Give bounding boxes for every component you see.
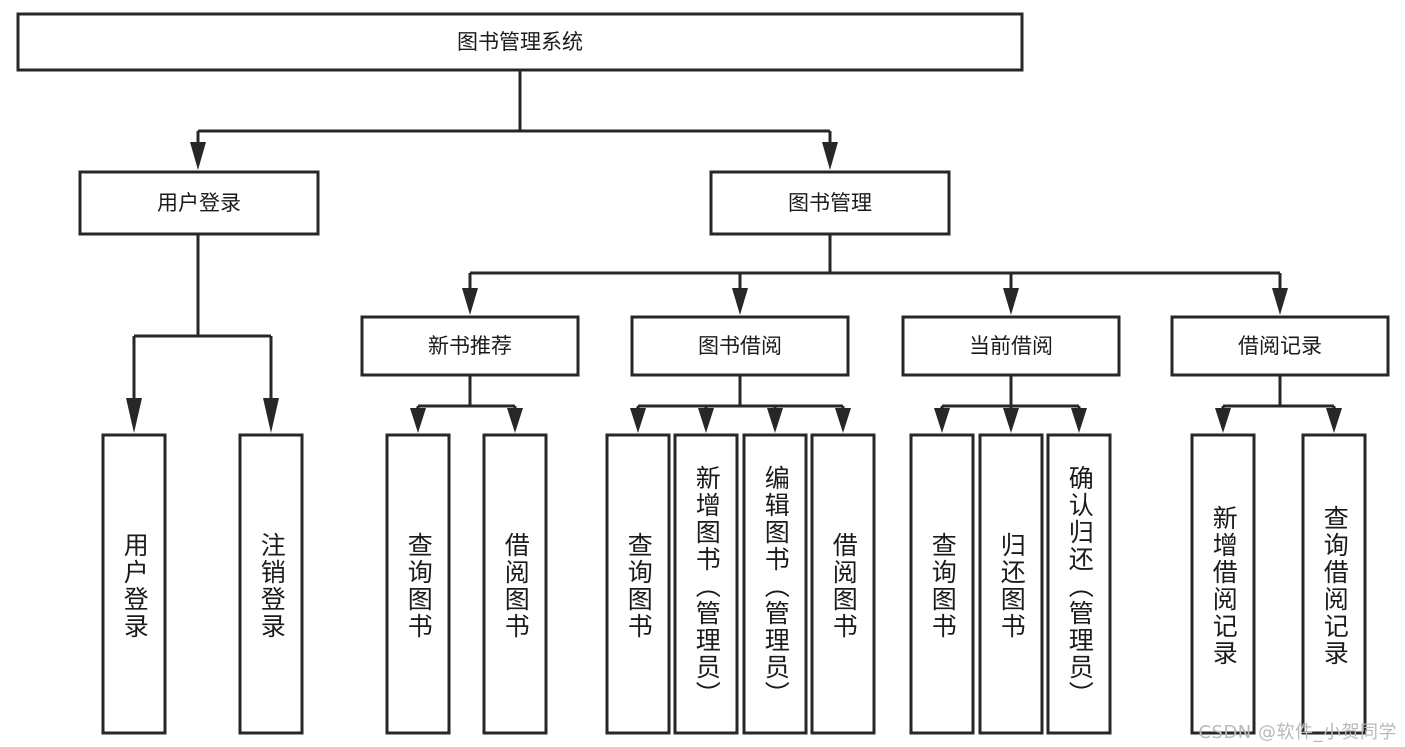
node-box-leaf-return-book[interactable] [978,433,1044,735]
node-box-leaf-edit-book[interactable] [742,433,808,735]
node-box-borrow-record[interactable] [1170,315,1390,377]
arrow-head-book-manage [822,142,838,170]
node-box-current-borrow[interactable] [901,315,1121,377]
node-box-leaf-user-login[interactable] [101,433,167,735]
arrow-head-leaf-user-login [126,398,142,433]
node-box-root[interactable] [16,12,1024,72]
watermark-text: CSDN @软件_小贺同学 [1198,722,1397,743]
node-box-book-borrow[interactable] [630,315,850,377]
node-label-book-borrow: 图书借阅 [698,334,782,358]
node-box-leaf-borrow-book-2[interactable] [810,433,876,735]
node-label-new-book-recommend: 新书推荐 [428,334,512,358]
node-box-leaf-borrow-book-1[interactable] [482,433,548,735]
arrow-head-leaf-add-book [698,408,714,433]
node-box-leaf-add-book[interactable] [673,433,739,735]
node-box-leaf-add-record[interactable] [1190,433,1256,735]
node-box-book-manage[interactable] [709,170,951,236]
node-label-current-borrow: 当前借阅 [969,334,1053,358]
arrow-head-user-login [190,142,206,170]
node-box-leaf-user-logout[interactable] [238,433,304,735]
node-box-new-book-recommend[interactable] [360,315,580,377]
node-box-user-login[interactable] [78,170,320,236]
arrow-head-leaf-user-logout [263,398,279,433]
node-box-leaf-query-book-2[interactable] [605,433,671,735]
node-label-book-manage: 图书管理 [788,191,872,215]
arrow-head-leaf-query-book-2 [630,408,646,433]
node-label-borrow-record: 借阅记录 [1238,334,1322,358]
arrow-head-book-borrow [732,288,748,315]
arrow-head-leaf-query-book-3 [934,408,950,433]
node-box-leaf-query-record[interactable] [1301,433,1367,735]
node-box-leaf-query-book-3[interactable] [909,433,975,735]
arrow-head-borrow-record [1272,288,1288,315]
node-box-leaf-confirm-return[interactable] [1046,433,1112,735]
node-box-leaf-query-book-1[interactable] [385,433,451,735]
arrow-head-new-book [462,288,478,315]
arrow-head-leaf-edit-book [767,408,783,433]
arrow-head-leaf-query-book-1 [410,408,426,433]
arrow-head-current-borrow [1003,288,1019,315]
arrow-head-leaf-return-book [1003,408,1019,433]
node-label-root: 图书管理系统 [457,30,583,54]
arrow-head-leaf-query-record [1326,408,1342,433]
arrow-head-leaf-borrow-book-1 [507,408,523,433]
connector-layer [126,70,1342,433]
arrow-head-leaf-borrow-book-2 [835,408,851,433]
arrow-head-leaf-add-record [1215,408,1231,433]
arrow-head-leaf-confirm-return [1071,408,1087,433]
node-layer [16,12,1390,735]
node-label-user-login: 用户登录 [157,191,241,215]
